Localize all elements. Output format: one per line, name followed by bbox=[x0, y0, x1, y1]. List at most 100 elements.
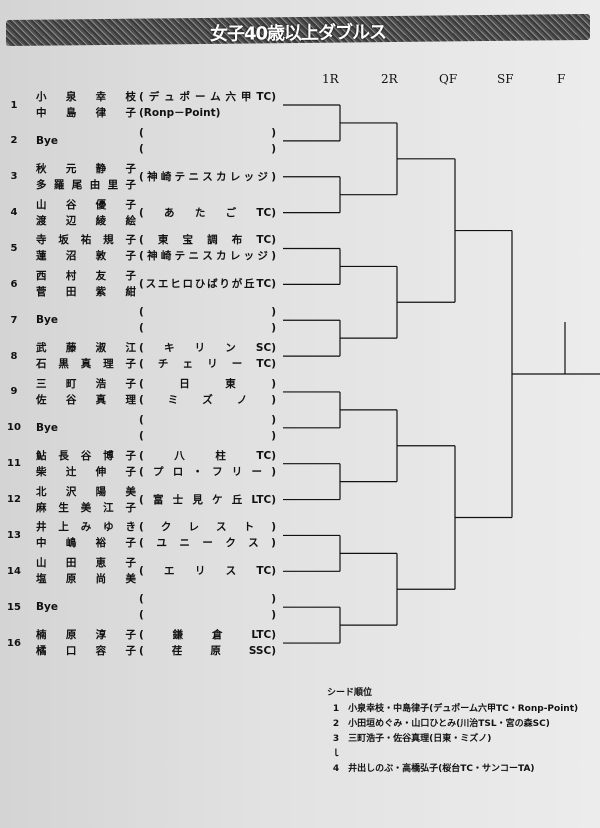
player-name: 小泉幸枝 bbox=[36, 91, 136, 103]
round-header-1r: 1R bbox=[322, 72, 339, 86]
player-name: 柴辻伸子 bbox=[36, 465, 136, 478]
round-header-f: F bbox=[557, 72, 566, 86]
player-name: 武藤淑江 bbox=[36, 342, 136, 355]
club-name: ( ) bbox=[139, 413, 276, 426]
club-name: ( ) bbox=[139, 126, 276, 139]
club-name: ( ) bbox=[139, 429, 276, 442]
player-name: 渡辺綾絵 bbox=[36, 214, 136, 227]
draw-entry: 4 山谷優子渡辺綾絵(あたごTC) bbox=[0, 195, 285, 231]
entry-number: 11 bbox=[7, 458, 21, 470]
club-name: ( ) bbox=[139, 609, 276, 622]
draw-entry: 1 小泉幸枝中島律子(デュポーム六甲TC) (Ronp－Point) bbox=[0, 87, 285, 123]
club-name: (八柱TC) bbox=[139, 449, 276, 462]
entry-number: 12 bbox=[7, 494, 21, 506]
player-name: 西村友子 bbox=[36, 270, 136, 283]
club-name: (エリスTC) bbox=[139, 565, 276, 578]
entry-number: 2 bbox=[10, 135, 18, 147]
round-header-qf: QF bbox=[439, 72, 458, 86]
club-name: (神崎テニスカレッジ) bbox=[139, 250, 276, 263]
draw-entry: 8 武藤淑江石黒真理子(キリンSC) (チェリーTC) bbox=[0, 338, 285, 374]
club-name: (鎌倉LTC) bbox=[139, 629, 276, 642]
club-name: (ミズノ) bbox=[139, 393, 276, 406]
draw-entry: 15 Bye ( ) ( ) bbox=[0, 589, 285, 625]
seed-list: シード順位 1 小泉幸枝・中島律子(デュポーム六甲TC・Ronp-Point)2… bbox=[327, 685, 578, 777]
draw-entry: 2 Bye ( ) ( ) bbox=[0, 123, 285, 159]
player-name: 麻生美江子 bbox=[36, 501, 136, 514]
seed-pair: 三町浩子・佐谷真理(日東・ミズノ) bbox=[348, 734, 492, 744]
club-name: (ユニークス) bbox=[139, 537, 276, 550]
seed-pair: 小田垣めぐみ・山口ひとみ(川治TSL・宮の森SC) bbox=[348, 719, 550, 729]
draw-entry: 6 西村友子菅田紫紺(スエヒロひばりが丘TC) bbox=[0, 266, 285, 302]
club-name: (Ronp－Point) bbox=[139, 107, 221, 119]
player-name: 蓮沼敦子 bbox=[36, 250, 136, 263]
club-name: (神崎テニスカレッジ) bbox=[139, 170, 276, 183]
entry-number: 6 bbox=[10, 278, 18, 290]
draw-entry: 7 Bye ( ) ( ) bbox=[0, 302, 285, 338]
club-name: (チェリーTC) bbox=[139, 358, 276, 371]
entry-number: 5 bbox=[10, 242, 18, 254]
draw-entry: 13 井上みゆき中嶋裕子(クレスト) (ユニークス) bbox=[0, 517, 285, 553]
club-name: (東宝調布TC) bbox=[139, 234, 276, 247]
club-name: (プロ・フリー) bbox=[139, 465, 276, 478]
player-name: 井上みゆき bbox=[36, 521, 136, 534]
entry-number: 1 bbox=[10, 99, 18, 111]
entry-number: 14 bbox=[7, 565, 21, 577]
entry-number: 15 bbox=[7, 601, 21, 613]
player-name: 中島律子 bbox=[36, 107, 136, 119]
club-name: (キリンSC) bbox=[139, 342, 276, 355]
entry-number: 7 bbox=[10, 314, 18, 326]
club-name: ( ) bbox=[139, 593, 276, 606]
player-name: 中嶋裕子 bbox=[36, 537, 136, 550]
seed-rank: ｌ bbox=[331, 749, 341, 759]
club-name: (クレスト) bbox=[139, 521, 276, 534]
entry-number: 10 bbox=[7, 422, 21, 434]
player-name: 石黒真理子 bbox=[36, 358, 136, 371]
draw-entry: 12 北沢陽美麻生美江子(富士見ケ丘LTC) bbox=[0, 482, 285, 518]
seed-pair: 小泉幸枝・中島律子(デュポーム六甲TC・Ronp-Point) bbox=[348, 704, 579, 714]
club-name: ( ) bbox=[139, 142, 276, 155]
club-name: (スエヒロひばりが丘TC) bbox=[139, 278, 276, 291]
seed-rank: 3 bbox=[332, 734, 340, 744]
player-name: 北沢陽美 bbox=[36, 485, 136, 498]
player-name: 佐谷真理 bbox=[36, 393, 136, 406]
player-name: 楠原淳子 bbox=[36, 629, 136, 642]
seed-pair: 井出しのぶ・高橋弘子(桜台TC・サンコーTA) bbox=[348, 764, 535, 774]
entry-number: 3 bbox=[10, 171, 18, 183]
entry-number: 8 bbox=[10, 350, 18, 362]
player-name: 菅田紫紺 bbox=[36, 286, 136, 299]
player-name: Bye bbox=[36, 134, 58, 147]
seed-rank: 2 bbox=[332, 719, 340, 729]
player-name: Bye bbox=[36, 601, 58, 614]
club-name: (デュポーム六甲TC) bbox=[139, 91, 276, 103]
round-header-2r: 2R bbox=[381, 72, 398, 86]
entry-number: 4 bbox=[10, 207, 18, 219]
draw-entry: 3 秋元静子多羅尾由里子(神崎テニスカレッジ) bbox=[0, 159, 285, 195]
player-name: Bye bbox=[36, 314, 58, 327]
club-name: (あたごTC) bbox=[139, 206, 276, 219]
player-name: 三町浩子 bbox=[36, 377, 136, 390]
seed-item: ｌ bbox=[327, 747, 578, 762]
club-name: ( ) bbox=[139, 322, 276, 335]
draw-entry: 10 Bye ( ) ( ) bbox=[0, 410, 285, 446]
club-name: (日東) bbox=[139, 377, 276, 390]
player-name: 山谷優子 bbox=[36, 198, 136, 211]
seed-item: 4 井出しのぶ・高橋弘子(桜台TC・サンコーTA) bbox=[327, 762, 578, 777]
player-name: Bye bbox=[36, 421, 58, 434]
entry-number: 13 bbox=[7, 529, 21, 541]
player-name: 山田恵子 bbox=[36, 557, 136, 570]
seed-item: 1 小泉幸枝・中島律子(デュポーム六甲TC・Ronp-Point) bbox=[327, 702, 578, 717]
seed-item: 3 三町浩子・佐谷真理(日東・ミズノ) bbox=[327, 732, 578, 747]
player-name: 塩原尚美 bbox=[36, 573, 136, 586]
seed-item: 2 小田垣めぐみ・山口ひとみ(川治TSL・宮の森SC) bbox=[327, 717, 578, 732]
club-name: (荏原SSC) bbox=[139, 645, 276, 658]
club-name: ( ) bbox=[139, 306, 276, 319]
player-name: 多羅尾由里子 bbox=[36, 178, 136, 191]
club-name: (富士見ケ丘LTC) bbox=[139, 493, 276, 506]
player-name: 秋元静子 bbox=[36, 162, 136, 175]
entry-number: 16 bbox=[7, 637, 21, 649]
